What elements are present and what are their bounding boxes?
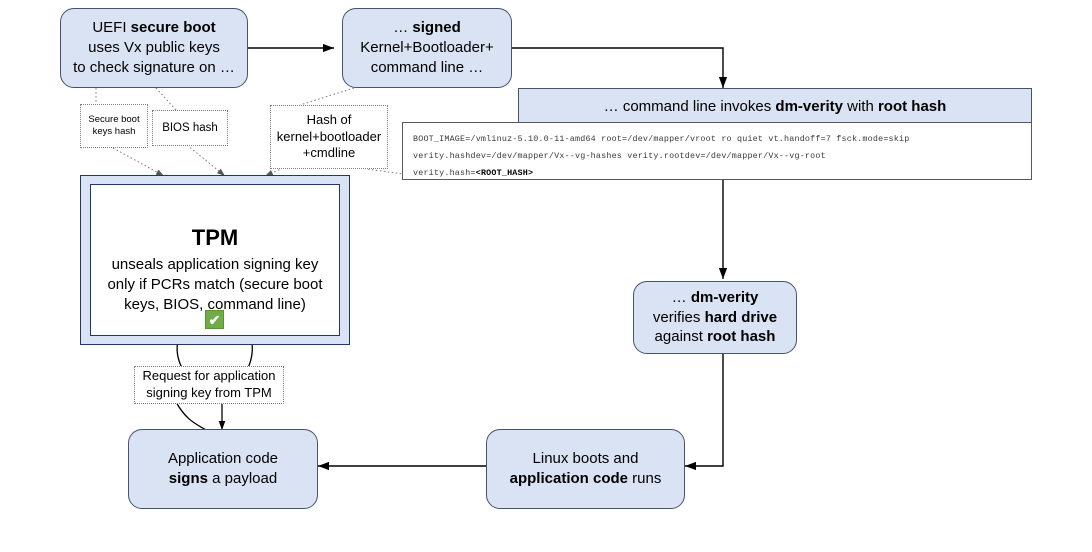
leader-uefi-to-bioshash <box>155 87 177 111</box>
callout-kernel-bootloader-cmdline-hash: Hash of kernel+bootloader +cmdline <box>270 105 388 169</box>
callout-kernel-hash-line-1: Hash of <box>306 112 352 128</box>
arrow-dmverity-to-linux <box>685 354 724 471</box>
check-glyph: ✔ <box>208 311 221 328</box>
node-signed-kernel[interactable]: … signed Kernel+Bootloader+ command line… <box>342 8 512 88</box>
tpm-body-line-2: only if PCRs match (secure boot <box>107 276 323 294</box>
arrow-request-down-to-appcode <box>175 401 207 431</box>
tpm-body-line-3: keys, BIOS, command line) <box>124 296 306 314</box>
node-dmverity-line-3: against root hash <box>654 328 776 346</box>
root-hash-token: <ROOT_HASH> <box>475 168 534 178</box>
node-app-signs-line-1: Application code <box>167 450 279 468</box>
callout-bios-hash-line-1: BIOS hash <box>162 121 218 134</box>
node-dm-verity-verifies[interactable]: … dm-verity verifies hard drive against … <box>633 281 797 354</box>
node-linux-boots-app-runs[interactable]: Linux boots and application code runs <box>486 429 685 509</box>
banner-text: … command line invokes dm-verity with ro… <box>603 97 947 115</box>
tpm-title: TPM <box>191 225 239 250</box>
arrow-bioshash-to-tpm <box>186 144 226 177</box>
node-signed-line-3: command line … <box>370 58 484 76</box>
code-line-2: verity.hashdev=/dev/mapper/Vx--vg-hashes… <box>413 151 826 161</box>
callout-secure-boot-keys-hash-line-2: keys hash <box>92 126 136 137</box>
node-command-line-invokes-banner[interactable]: … command line invokes dm-verity with ro… <box>518 88 1032 124</box>
arrow-signed-to-banner <box>512 47 728 88</box>
tpm-body-line-1: unseals application signing key <box>111 256 319 273</box>
callout-request-line-2: signing key from TPM <box>146 385 272 400</box>
node-dmverity-line-1: … dm-verity <box>671 288 759 306</box>
callout-kernel-hash-line-3: +cmdline <box>302 145 356 161</box>
node-dmverity-line-2: verifies hard drive <box>652 308 778 326</box>
callout-request-line-1: Request for application <box>142 368 276 384</box>
node-signed-line-2: Kernel+Bootloader+ <box>360 39 494 57</box>
node-uefi-line-2: uses Vx public keys <box>88 39 220 57</box>
node-signed-line-1: … signed <box>393 19 461 37</box>
node-linux-boots-line-2: application code runs <box>509 470 662 487</box>
tpm-body: unseals application signing key only if … <box>107 255 322 315</box>
node-linux-boots-line-1: Linux boots and <box>532 450 639 468</box>
check-mark-icon: ✔ <box>205 310 224 329</box>
callout-request-for-signing-key: Request for application signing key from… <box>134 366 284 404</box>
callout-secure-boot-keys-hash: Secure boot keys hash <box>80 104 148 148</box>
node-app-signs-line-2: signs a payload <box>168 470 278 487</box>
node-uefi-line-1: UEFI secure boot <box>92 19 216 37</box>
callout-bios-hash: BIOS hash <box>152 110 228 146</box>
node-application-code-signs[interactable]: Application code signs a payload <box>128 429 318 509</box>
code-line-1: BOOT_IMAGE=/vmlinuz-5.10.0-11-amd64 root… <box>413 134 910 144</box>
kernel-cmdline-code-block: BOOT_IMAGE=/vmlinuz-5.10.0-11-amd64 root… <box>402 122 1032 180</box>
leader-signed-to-kernelhash <box>299 87 355 106</box>
arrow-securebootkeys-to-tpm <box>112 147 165 177</box>
callout-secure-boot-keys-hash-line-1: Secure boot <box>88 113 140 125</box>
code-line-3: verity.hash=<ROOT_HASH> <box>413 168 534 178</box>
callout-kernel-hash-line-2: kernel+bootloader <box>276 128 382 144</box>
node-uefi-secure-boot[interactable]: UEFI secure boot uses Vx public keys to … <box>60 8 248 88</box>
node-uefi-line-3: to check signature on … <box>73 58 235 76</box>
